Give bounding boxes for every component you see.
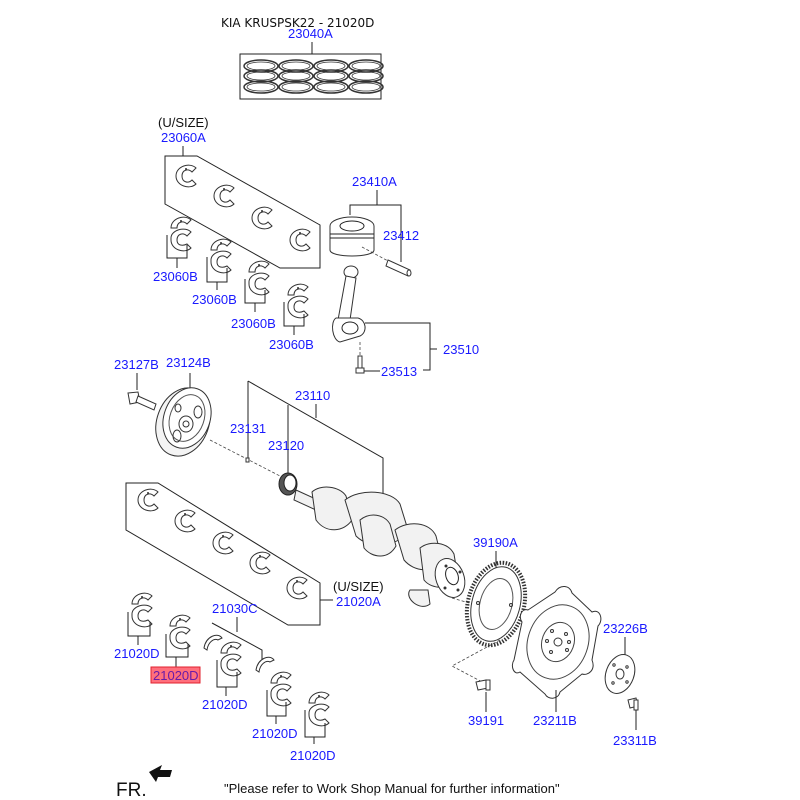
part-label-23412[interactable]: 23412	[383, 228, 419, 243]
part-label-21020D-4[interactable]: 21020D	[252, 726, 298, 741]
part-label-23060B-3[interactable]: 23060B	[231, 316, 276, 331]
front-arrow-icon	[149, 765, 172, 782]
piston-pin-icon	[385, 259, 412, 277]
pulley-icon	[155, 387, 212, 457]
main-bearings-lower-group: 21030C 21020D 21020D 21020D 21	[114, 592, 336, 763]
part-label-23510[interactable]: 23510	[443, 342, 479, 357]
rod-bolt-icon	[355, 355, 365, 374]
ring-gear-bolt-icon	[475, 679, 491, 691]
part-label-21020A[interactable]: 21020A	[336, 594, 381, 609]
conrod-bearing-set-group: (U/SIZE) 23060A 23060B 23060B 23060B	[153, 115, 321, 352]
part-label-23060B-1[interactable]: 23060B	[153, 269, 198, 284]
part-label-23410A[interactable]: 23410A	[352, 174, 397, 189]
part-label-23311B[interactable]: 23311B	[613, 733, 657, 748]
part-label-23060B-4[interactable]: 23060B	[269, 337, 314, 352]
part-label-23127B[interactable]: 23127B	[114, 357, 159, 372]
part-label-21020D-5[interactable]: 21020D	[290, 748, 336, 763]
adapter-plate-icon	[604, 654, 636, 694]
piston-rings-group: 23040A	[239, 26, 384, 100]
part-label-39190A[interactable]: 39190A	[473, 535, 518, 550]
front-indicator: FR.	[116, 765, 172, 800]
piston-conrod-group: 23410A 23412 23510 235	[329, 174, 479, 379]
bearing-shell-icon	[137, 488, 308, 600]
part-label-23513[interactable]: 23513	[381, 364, 417, 379]
diagram-title: KIA KRUSPSK22 - 21020D	[221, 16, 374, 30]
connecting-rod-icon	[332, 265, 366, 343]
main-bearing-set-group: (U/SIZE) 21020A	[125, 482, 384, 626]
part-label-21030C[interactable]: 21030C	[212, 601, 258, 616]
drive-plate-icon	[511, 586, 602, 699]
bearing-pair-icon	[127, 592, 330, 744]
usize-note-upper: (U/SIZE)	[158, 115, 209, 130]
crankshaft-group: 23110 23131 23120	[230, 380, 501, 613]
part-label-23110[interactable]: 23110	[295, 388, 330, 403]
bearing-pair-icon	[166, 216, 309, 335]
piston-icon	[329, 216, 375, 257]
drive-plate-bolt-icon	[627, 697, 639, 711]
part-label-23211B[interactable]: 23211B	[533, 713, 577, 728]
sprocket-icon	[278, 472, 298, 496]
piston-ring-icon	[243, 59, 384, 94]
front-label: FR.	[116, 780, 147, 800]
footer-note: "Please refer to Work Shop Manual for fu…	[224, 781, 560, 796]
part-label-21020D-3[interactable]: 21020D	[202, 697, 248, 712]
part-label-23226B[interactable]: 23226B	[603, 621, 648, 636]
part-label-23131[interactable]: 23131	[230, 421, 266, 436]
pulley-bolt-icon	[127, 391, 157, 411]
part-label-39191[interactable]: 39191	[468, 713, 504, 728]
adapter-plate-group: 23226B 23311B	[603, 621, 657, 748]
part-label-21020D-2-highlighted[interactable]: 21020D	[153, 668, 199, 683]
drive-plate-group: 23211B	[511, 586, 602, 728]
thrust-washer-icon	[203, 634, 275, 673]
part-label-21020D-1[interactable]: 21020D	[114, 646, 160, 661]
part-label-23120[interactable]: 23120	[268, 438, 304, 453]
pulley-group: 23127B 23124B	[114, 355, 281, 477]
usize-note-main: (U/SIZE)	[333, 579, 384, 594]
crankshaft-icon	[293, 486, 466, 607]
highlighted-part-box	[150, 666, 201, 684]
part-label-23060B-2[interactable]: 23060B	[192, 292, 237, 307]
ring-gear-group: 39190A 39191	[451, 535, 528, 728]
part-label-23124B[interactable]: 23124B	[166, 355, 211, 370]
part-label-23040A[interactable]: 23040A	[288, 26, 333, 41]
part-label-23060A[interactable]: 23060A	[161, 130, 206, 145]
